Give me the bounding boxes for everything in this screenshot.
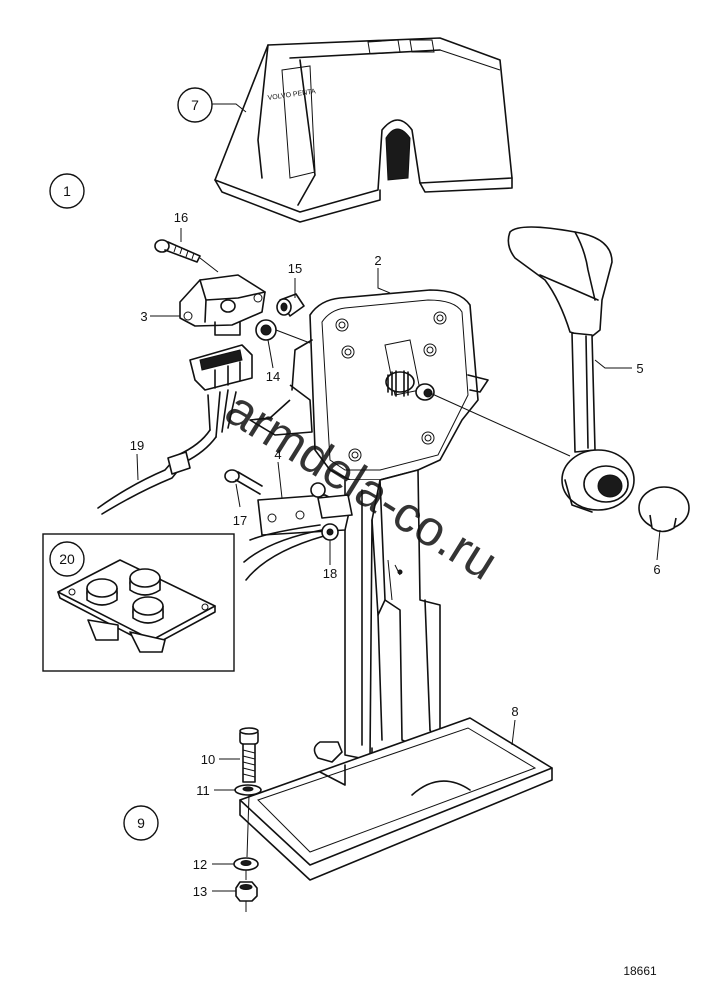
bushing-axis	[275, 329, 311, 344]
callout-1: 1	[63, 183, 71, 199]
callout-7: 7	[191, 97, 199, 113]
shaft-gear	[385, 370, 435, 401]
cover-part: VOLVO PENTA	[214, 37, 513, 223]
washer-12	[233, 857, 259, 871]
callout-15: 15	[288, 261, 302, 276]
callout-6: 6	[653, 562, 660, 577]
callout-3: 3	[140, 309, 147, 324]
lever-part	[507, 226, 635, 513]
knob-6	[638, 486, 690, 533]
callout-5: 5	[636, 361, 643, 376]
washer-11	[234, 784, 262, 796]
callout-17: 17	[233, 513, 247, 528]
callout-20-circle	[49, 541, 85, 577]
callout-13: 13	[193, 884, 207, 899]
bolt-16	[154, 239, 201, 263]
bushing-15	[276, 293, 305, 317]
callout-9-circle	[123, 805, 159, 841]
connector	[189, 344, 253, 391]
callout-18: 18	[323, 566, 337, 581]
nut-13	[235, 881, 258, 902]
callout-4: 4	[274, 447, 281, 462]
callout-19: 19	[130, 438, 144, 453]
cable-19	[97, 389, 237, 515]
callout-9: 9	[137, 815, 145, 831]
callout-16: 16	[174, 210, 188, 225]
bushing-14	[255, 319, 277, 341]
callout-20: 20	[59, 551, 75, 567]
callout-1-circle	[49, 173, 85, 209]
figure-number: 18661	[623, 964, 657, 978]
callout-8: 8	[511, 704, 518, 719]
assembly-axis-line	[429, 392, 571, 457]
bolt-10	[239, 727, 259, 783]
callout-10: 10	[201, 752, 215, 767]
callout-14: 14	[266, 369, 280, 384]
screw-17	[224, 469, 263, 495]
switch-3	[179, 274, 266, 336]
callout-12: 12	[193, 857, 207, 872]
callout-7-circle	[177, 87, 213, 123]
callout-11: 11	[196, 783, 210, 798]
callout-2: 2	[374, 253, 381, 268]
base-tray-part	[239, 717, 553, 881]
bolt-axis-line	[245, 794, 250, 912]
bolt-16-axis	[199, 257, 219, 273]
leader-lines	[136, 103, 661, 892]
